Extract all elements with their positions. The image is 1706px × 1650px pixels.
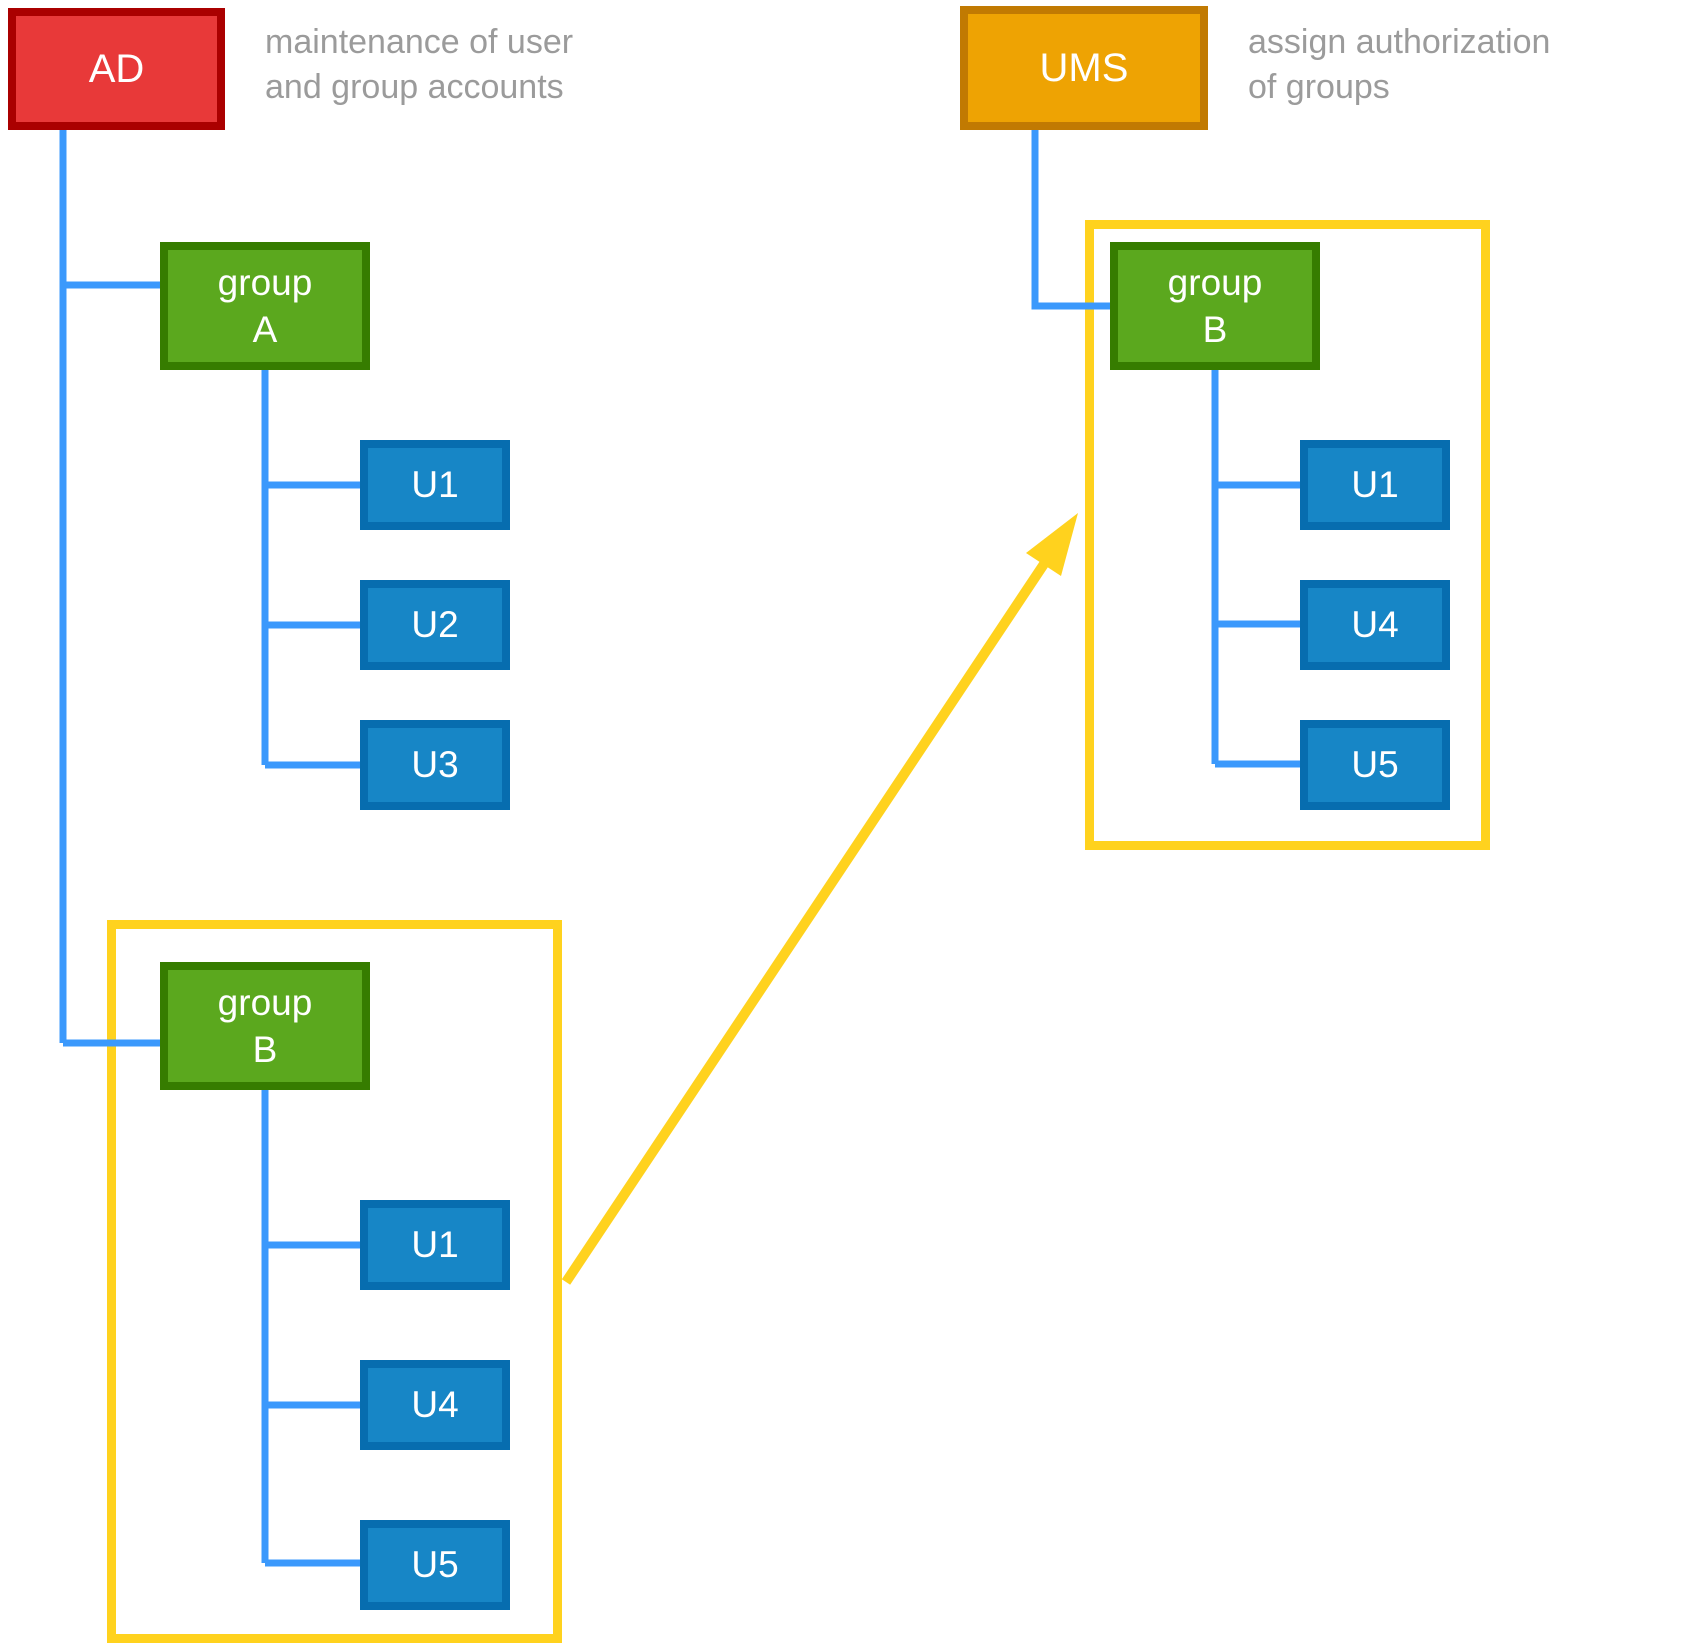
right-group-b-user-u5-node: U5	[1300, 720, 1450, 810]
group-a-user-u3-label: U3	[411, 744, 459, 785]
group-a-user-u3-node: U3	[360, 720, 510, 810]
group-a-user-u1-node: U1	[360, 440, 510, 530]
group-a-node: group A	[160, 242, 370, 370]
right-group-b-node: group B	[1110, 242, 1320, 370]
group-a-user-u2-node: U2	[360, 580, 510, 670]
ums-note: assign authorization of groups	[1248, 23, 1551, 106]
right-group-b-user-u1-node: U1	[1300, 440, 1450, 530]
left-group-b-user-u5-label: U5	[411, 1544, 459, 1585]
ad-note: maintenance of user and group accounts	[265, 23, 574, 106]
right-group-b-user-u4-node: U4	[1300, 580, 1450, 670]
group-a-user-u1-label: U1	[411, 464, 459, 505]
left-group-b-user-u5-node: U5	[360, 1520, 510, 1610]
right-group-b-user-u5-label: U5	[1351, 744, 1399, 785]
ums-node: UMS	[960, 6, 1208, 130]
left-group-b-container	[107, 920, 562, 1643]
ad-node: AD	[8, 8, 225, 130]
left-group-b-user-u4-node: U4	[360, 1360, 510, 1450]
assignment-arrow-head	[1026, 513, 1078, 576]
left-group-b-user-u4-label: U4	[411, 1384, 459, 1425]
left-group-b-label: group B	[217, 982, 313, 1070]
right-group-b-label: group B	[1167, 262, 1263, 350]
ums-label: UMS	[1039, 45, 1129, 90]
right-group-b-container	[1085, 220, 1490, 850]
right-group-b-user-u4-label: U4	[1351, 604, 1399, 645]
ad-label: AD	[88, 46, 145, 91]
left-group-b-user-u1-node: U1	[360, 1200, 510, 1290]
ums-to-group-b-line	[1031, 130, 1110, 310]
assignment-arrow-line	[561, 555, 1053, 1285]
right-group-b-user-u1-label: U1	[1351, 464, 1399, 505]
left-group-b-node: group B	[160, 962, 370, 1090]
left-group-b-user-u1-label: U1	[411, 1224, 459, 1265]
group-a-label: group A	[217, 262, 313, 350]
group-a-user-u2-label: U2	[411, 604, 459, 645]
